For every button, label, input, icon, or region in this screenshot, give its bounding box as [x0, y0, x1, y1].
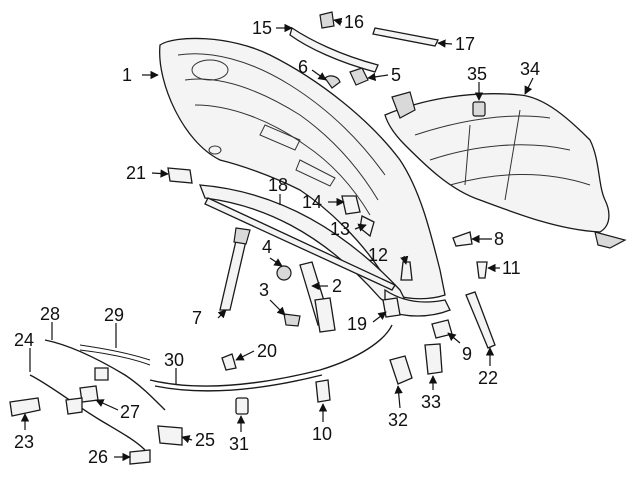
callout-27: 27 — [120, 402, 140, 422]
callout-14: 14 — [302, 192, 322, 212]
callout-3: 3 — [259, 280, 269, 300]
callout-12: 12 — [368, 245, 388, 265]
hood-hinge — [276, 261, 336, 333]
callout-labels: 1 2 3 4 5 6 7 8 9 10 11 12 13 14 15 16 1… — [14, 12, 540, 467]
callout-28: 28 — [40, 304, 60, 324]
callout-2: 2 — [332, 276, 342, 296]
callout-21: 21 — [126, 163, 146, 183]
callout-15: 15 — [252, 18, 272, 38]
callout-24: 24 — [14, 330, 34, 350]
callout-34: 34 — [520, 59, 540, 79]
callout-32: 32 — [388, 410, 408, 430]
callout-9: 9 — [462, 344, 472, 364]
callout-6: 6 — [298, 57, 308, 77]
callout-17: 17 — [455, 34, 475, 54]
leader-lines — [20, 17, 534, 462]
callout-29: 29 — [104, 305, 124, 325]
callout-11: 11 — [502, 258, 521, 278]
hood-clips-top — [324, 67, 369, 89]
callout-18: 18 — [268, 175, 288, 195]
callout-16: 16 — [344, 12, 364, 32]
callout-35: 35 — [467, 64, 487, 84]
callout-7: 7 — [192, 308, 202, 328]
side-strip — [465, 291, 496, 349]
callout-23: 23 — [14, 432, 34, 452]
callout-13: 13 — [330, 219, 350, 239]
callout-26: 26 — [88, 447, 108, 467]
release-handle — [315, 379, 331, 403]
callout-4: 4 — [262, 237, 272, 257]
callout-19: 19 — [347, 314, 367, 334]
adjuster-bolt — [400, 261, 413, 281]
callout-5: 5 — [391, 65, 401, 85]
release-cable — [149, 297, 401, 392]
cable-clip — [235, 397, 249, 415]
callout-1: 1 — [122, 65, 132, 85]
insulator-clip — [472, 101, 486, 117]
hood-insulator — [384, 91, 627, 249]
screw — [476, 261, 488, 279]
bumper-pad — [167, 167, 193, 184]
hood-seal-strips — [289, 11, 439, 73]
callout-30: 30 — [164, 350, 184, 370]
lower-cable-assembly — [9, 339, 183, 465]
callout-33: 33 — [421, 392, 441, 412]
callout-10: 10 — [312, 424, 332, 444]
side-clip — [452, 231, 473, 247]
callout-22: 22 — [478, 368, 498, 388]
gas-strut — [219, 227, 251, 311]
hood-latch — [389, 343, 443, 385]
callout-31: 31 — [229, 434, 249, 454]
latch-bracket — [431, 319, 453, 339]
callout-20: 20 — [257, 341, 277, 361]
callout-25: 25 — [195, 430, 215, 450]
support-rod — [204, 197, 396, 291]
hood-panel — [159, 37, 451, 317]
callout-8: 8 — [494, 229, 504, 249]
